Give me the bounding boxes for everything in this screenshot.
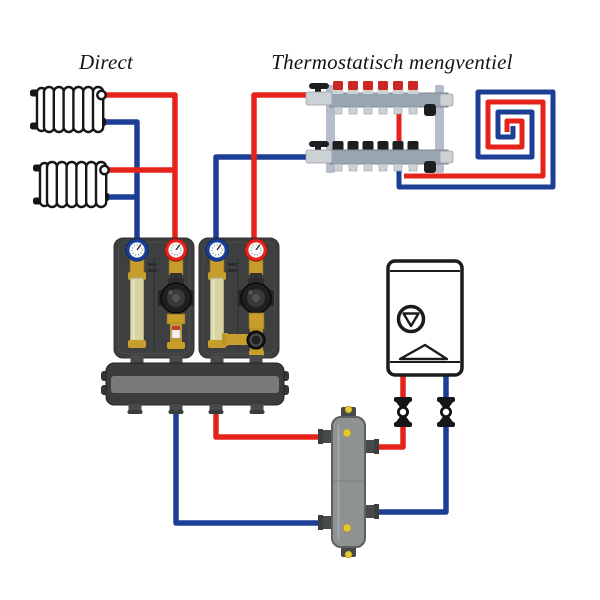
check-valve bbox=[166, 313, 186, 349]
shutoff-valve-supply bbox=[394, 397, 412, 427]
circulation-pump bbox=[158, 278, 194, 314]
supply-bar-drain-valve bbox=[424, 104, 436, 116]
bottom-stubs bbox=[127, 404, 265, 414]
gauge-needle bbox=[175, 244, 181, 251]
separator-body bbox=[331, 416, 366, 548]
return-bar-ball-valve bbox=[305, 141, 333, 164]
radiator-1 bbox=[30, 85, 107, 134]
radiator-valve-fitting bbox=[96, 89, 107, 101]
pump-symbol-icon bbox=[396, 304, 426, 334]
flow-meter bbox=[347, 81, 359, 94]
supply-pipe-radiator-1 bbox=[100, 92, 178, 243]
supply-pipe-to-separator bbox=[213, 408, 335, 440]
thermostatic-mixing-valve bbox=[222, 312, 266, 356]
return-bar-end-cap bbox=[439, 150, 454, 164]
return-loop-nipples bbox=[333, 163, 418, 172]
flow-meter bbox=[392, 81, 404, 94]
hydraulic-separator bbox=[318, 405, 379, 559]
valve-handle bbox=[309, 141, 329, 147]
mixing-circuit-label: Thermostatisch mengventiel bbox=[271, 50, 513, 74]
flow-meter bbox=[407, 81, 419, 94]
burner-symbol-icon bbox=[398, 343, 449, 361]
block-header-bar bbox=[111, 376, 279, 393]
supply-pipe-manifold bbox=[251, 92, 315, 243]
valve-tube bbox=[130, 277, 144, 343]
flow-meters bbox=[332, 81, 419, 94]
gauge-needle bbox=[136, 244, 142, 251]
supply-bar-end-cap bbox=[439, 93, 454, 107]
temperature-gauge-return bbox=[205, 238, 229, 262]
gauge-needle bbox=[255, 244, 261, 251]
shutoff-valve-return bbox=[437, 397, 455, 427]
flow-meter bbox=[332, 81, 344, 94]
temperature-gauge-return bbox=[125, 238, 149, 262]
mixing-valve-pipe bbox=[226, 334, 252, 345]
return-pipe-radiator-1 bbox=[100, 119, 140, 243]
valve-tube bbox=[210, 277, 224, 343]
valve-handle bbox=[309, 83, 329, 89]
direct-circuit-label: Direct bbox=[78, 50, 134, 74]
pump-group-direct bbox=[113, 237, 195, 359]
floor-loop-supply-spiral bbox=[404, 99, 546, 179]
temperature-gauge-supply bbox=[164, 238, 188, 262]
vent-plug bbox=[342, 428, 352, 438]
tube-bottom-nut bbox=[208, 340, 226, 348]
circulation-pump bbox=[238, 278, 274, 314]
manifold-return-bar bbox=[305, 141, 454, 173]
supply-bar-ball-valve bbox=[305, 83, 333, 106]
radiator-2 bbox=[33, 160, 110, 209]
supply-loop-nipples bbox=[333, 106, 418, 115]
drain-plug bbox=[342, 523, 352, 533]
underfloor-manifold bbox=[305, 81, 454, 173]
gauge-needle bbox=[216, 244, 222, 251]
pump-group-mixing bbox=[198, 237, 280, 359]
temperature-gauge-supply bbox=[244, 238, 268, 262]
flow-meter bbox=[377, 81, 389, 94]
boiler bbox=[386, 259, 464, 377]
manifold-supply-bar bbox=[305, 81, 454, 116]
tube-bottom-nut bbox=[128, 340, 146, 348]
return-pipe-manifold bbox=[213, 154, 315, 243]
radiator-valve-fitting bbox=[99, 164, 110, 176]
flow-meter bbox=[362, 81, 374, 94]
floor-loop-return-spiral bbox=[396, 89, 556, 190]
return-bar-drain-valve bbox=[424, 161, 436, 173]
thermostatic-caps bbox=[332, 141, 419, 151]
distribution-manifold-block bbox=[101, 355, 289, 414]
return-pipe-to-separator bbox=[173, 408, 335, 526]
